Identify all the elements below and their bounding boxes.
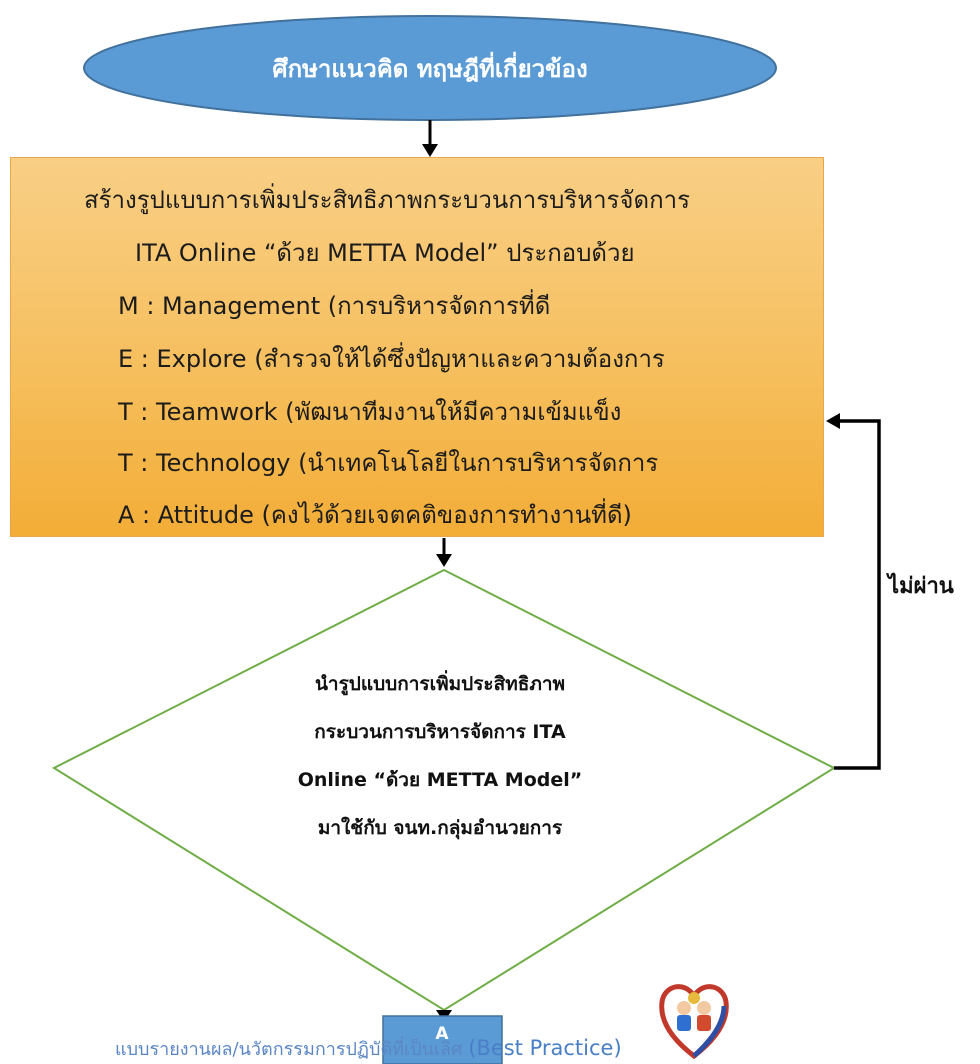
decision-line-2: กระบวนการบริหารจัดการ ITA xyxy=(314,721,566,743)
process-item-attitude: A : Attitude (คงไว้ด้วยเจตคติของการทำงาน… xyxy=(118,501,632,529)
process-box xyxy=(10,157,824,537)
feedback-loop-arrow xyxy=(826,413,881,770)
offpage-connector xyxy=(382,1015,503,1064)
footer-best-practice: (Best Practice) xyxy=(468,1036,622,1060)
fail-label: ไม่ผ่าน xyxy=(888,574,954,599)
footer-text: แบบรายงานผล/นวัตกรรมการปฏิบัติที่เป็นเลิ… xyxy=(115,1039,463,1060)
connector-label: A xyxy=(435,1024,449,1044)
start-label: ศึกษาแนวคิด ทฤษฎีที่เกี่ยวข้อง xyxy=(272,54,588,83)
process-item-explore: E : Explore (สำรวจให้ได้ซึ่งปัญหาและความ… xyxy=(118,345,665,373)
decision-line-4: มาใช้กับ จนท.กลุ่มอำนวยการ xyxy=(317,817,563,839)
arrow-start-to-process xyxy=(422,120,438,157)
process-item-technology: T : Technology (นำเทคโนโลยีในการบริหารจั… xyxy=(118,449,659,477)
arrow-process-to-decision xyxy=(436,538,452,567)
process-item-teamwork: T : Teamwork (พัฒนาทีมงานให้มีความเข้มแข… xyxy=(118,398,622,426)
process-title-line1: สร้างรูปแบบการเพิ่มประสิทธิภาพกระบวนการบ… xyxy=(84,186,690,214)
decision-line-3: Online “ด้วย METTA Model” xyxy=(297,769,583,791)
process-title-line2: ITA Online “ด้วย METTA Model” ประกอบด้วย xyxy=(135,239,635,267)
process-item-management: M : Management (การบริหารจัดการที่ดี xyxy=(118,292,551,320)
decision-text: นำรูปแบบการเพิ่มประสิทธิภาพ กระบวนการบริ… xyxy=(220,660,660,852)
decision-line-1: นำรูปแบบการเพิ่มประสิทธิภาพ xyxy=(314,673,566,695)
heart-logo-icon xyxy=(659,984,729,1060)
footer-caption: แบบรายงานผล/นวัตกรรมการปฏิบัติที่เป็นเลิ… xyxy=(115,1034,622,1063)
